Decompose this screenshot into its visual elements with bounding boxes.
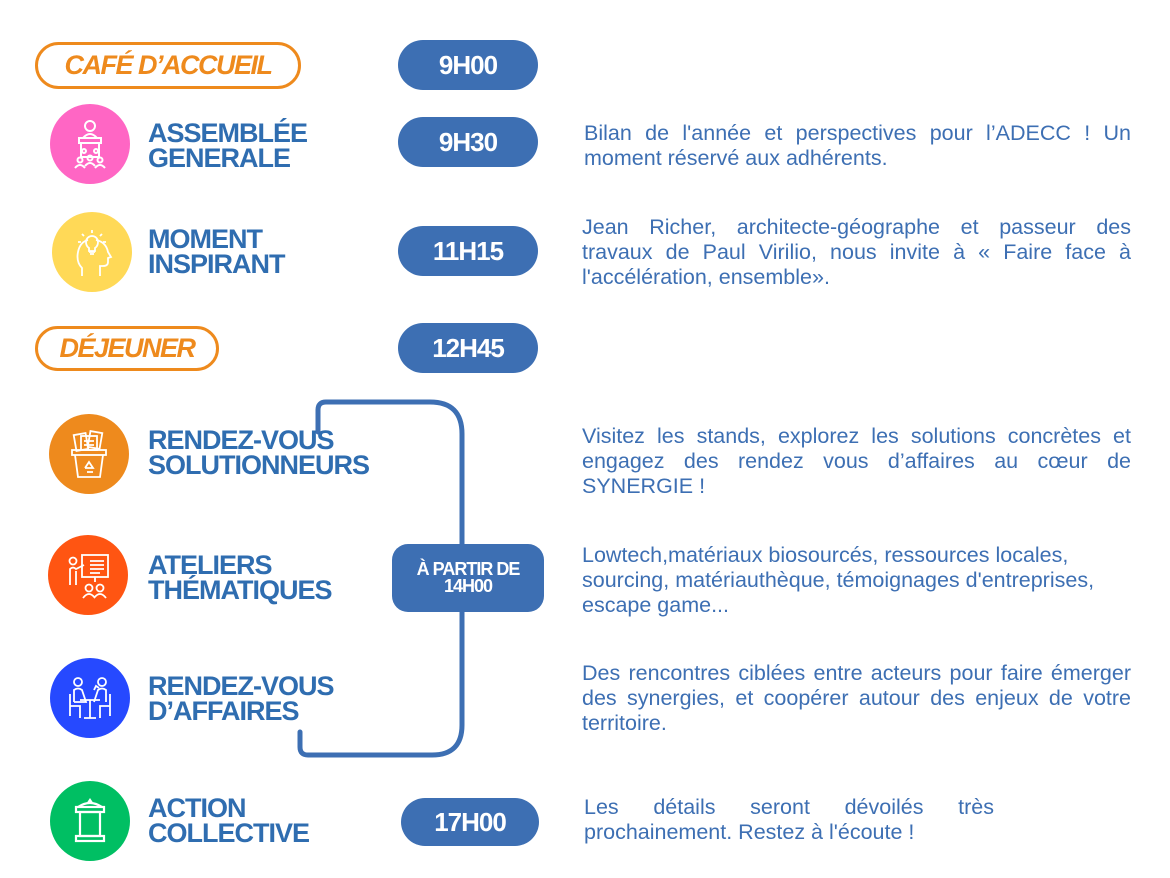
session-title-ateliers-thematiques: ATELIERS THÉMATIQUES — [148, 550, 332, 605]
time-badge-12h45: 12H45 — [398, 323, 538, 373]
time-text-line2: 14H00 — [443, 576, 493, 596]
title-line: D’AFFAIRES — [148, 696, 300, 726]
session-title-rendez-vous-affaires: RENDEZ-VOUS D’AFFAIRES — [148, 671, 335, 726]
title-line: RENDEZ-VOUS — [148, 425, 335, 455]
title-line: COLLECTIVE — [148, 818, 310, 848]
title-line: SOLUTIONNEURS — [148, 450, 370, 480]
session-title-action-collective: ACTION COLLECTIVE — [148, 793, 310, 848]
session-title-assemblee-generale: ASSEMBLÉE GENERALE — [148, 118, 308, 173]
recycling-bin-icon — [49, 414, 129, 494]
title-line: GENERALE — [148, 143, 291, 173]
title-line: RENDEZ-VOUS — [148, 671, 335, 701]
lightbulb-head-icon — [52, 212, 132, 292]
title-line: ASSEMBLÉE — [148, 118, 308, 148]
time-text: 9H00 — [438, 49, 498, 80]
title-line: ATELIERS — [148, 550, 273, 580]
session-description: Jean Richer, architecte-géographe et pas… — [582, 215, 1131, 289]
session-description: Des rencontres ciblées entre acteurs pou… — [582, 661, 1131, 735]
business-meeting-icon — [50, 658, 130, 738]
session-title-moment-inspirant: MOMENT INSPIRANT — [148, 224, 286, 279]
time-badge-9h00: 9H00 — [398, 40, 538, 90]
time-text: 12H45 — [432, 332, 505, 363]
session-description: Les détails seront dévoilés très prochai… — [584, 795, 994, 844]
time-badge-17h00: 17H00 — [401, 798, 539, 846]
session-description: Lowtech,matériaux biosourcés, ressources… — [582, 543, 1095, 617]
title-line: INSPIRANT — [148, 249, 286, 279]
conference-speaker-icon — [50, 104, 130, 184]
session-description: Bilan de l'année et perspectives pour l’… — [584, 121, 1131, 170]
banner-scroll-icon — [50, 781, 130, 861]
time-text: 9H30 — [438, 126, 498, 157]
session-title-rendez-vous-solutionneurs: RENDEZ-VOUS SOLUTIONNEURS — [148, 425, 370, 480]
time-badge-14h00: À PARTIR DE 14H00 — [392, 544, 544, 612]
time-badge-11h15: 11H15 — [398, 226, 538, 276]
break-label-text: DÉJEUNER — [59, 333, 196, 363]
session-description: Visitez les stands, explorez les solutio… — [582, 424, 1131, 498]
time-text-line1: À PARTIR DE — [416, 559, 521, 579]
time-badge-9h30: 9H30 — [398, 117, 538, 167]
title-line: THÉMATIQUES — [148, 575, 332, 605]
break-label-cafe-accueil: CAFÉ D’ACCUEIL — [35, 42, 301, 89]
title-line: ACTION — [148, 793, 247, 823]
title-line: MOMENT — [148, 224, 263, 254]
time-text: 11H15 — [432, 235, 504, 266]
time-text: 17H00 — [434, 806, 507, 837]
break-label-text: CAFÉ D’ACCUEIL — [64, 50, 274, 80]
break-label-dejeuner: DÉJEUNER — [35, 326, 219, 371]
workshop-presentation-icon — [48, 535, 128, 615]
